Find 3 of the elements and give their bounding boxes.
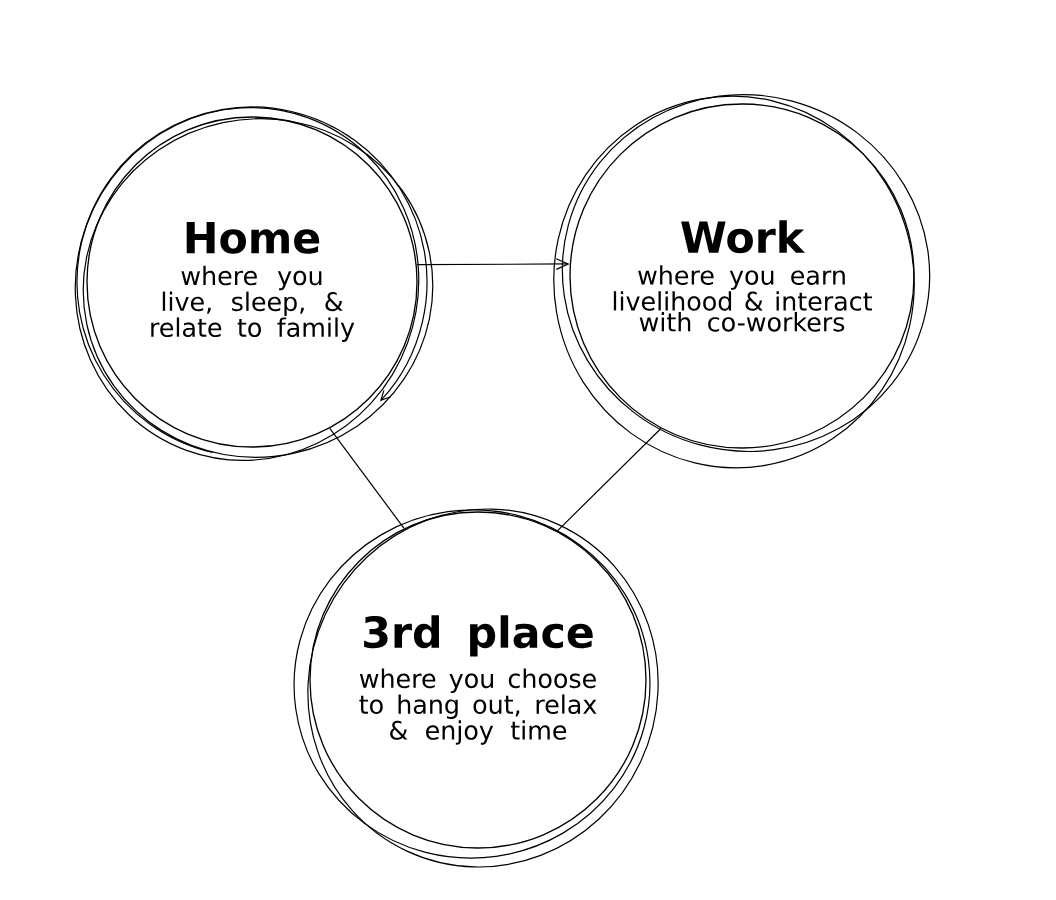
connector-line	[556, 427, 662, 532]
arrow	[416, 258, 570, 270]
connector-line	[329, 427, 405, 529]
